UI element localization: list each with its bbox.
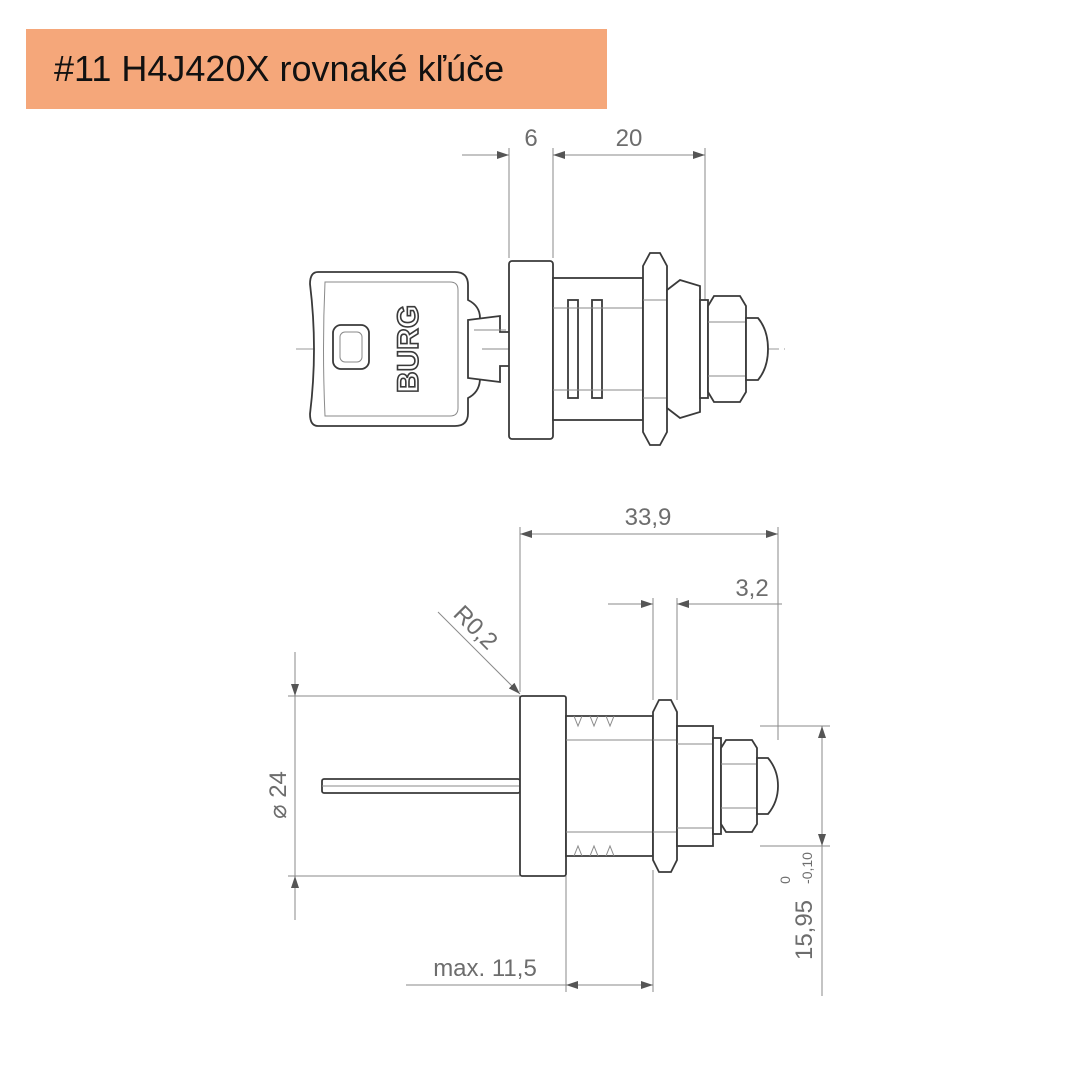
top-view: 6 20 BURG — [296, 125, 785, 446]
dim-overall-length: 33,9 — [625, 504, 672, 531]
dim-body-length: 20 — [616, 125, 643, 152]
screw-tip-side — [756, 757, 779, 815]
key-window-inner — [339, 331, 363, 363]
thread-section — [676, 725, 714, 847]
cam-nut-side — [720, 739, 758, 833]
washer — [666, 279, 701, 419]
hex-nut-side — [652, 699, 678, 873]
page-title: #11 H4J420X rovnaké kľúče — [54, 48, 505, 89]
lock-flange-side — [519, 695, 567, 877]
dim-thread-size: 15,95 — [791, 900, 818, 960]
spacer-side — [712, 737, 722, 835]
key-head — [309, 271, 481, 427]
side-view: 33,9 3,2 R0,2 ⌀ 24 max. 11,5 15,95 0 -0,… — [265, 504, 830, 996]
lock-flange — [508, 260, 554, 440]
cylinder-notches — [573, 844, 615, 857]
dim-nut-thickness: 3,2 — [735, 575, 768, 602]
title-banner: #11 H4J420X rovnaké kľúče — [26, 29, 607, 109]
lock-cylinder-side — [565, 715, 654, 857]
dim-max-length: max. 11,5 — [433, 955, 537, 982]
dim-radius: R0,2 — [448, 600, 503, 655]
spacer — [699, 299, 709, 399]
dim-flange-width: 6 — [524, 125, 537, 152]
cam-nut — [707, 295, 747, 403]
dim-tolerance-upper: 0 — [777, 876, 793, 884]
cylinder-notches — [573, 715, 615, 728]
dim-diameter: ⌀ 24 — [265, 771, 292, 819]
key-head-inner — [323, 281, 459, 417]
key-brand-logo: BURG — [392, 305, 425, 393]
cylinder-groove — [591, 299, 603, 399]
cylinder-groove — [567, 299, 579, 399]
hex-nut — [642, 252, 668, 446]
key-window — [332, 324, 370, 370]
dim-tolerance-lower: -0,10 — [799, 852, 815, 884]
screw-tip — [745, 317, 769, 381]
leader-line — [437, 611, 521, 695]
